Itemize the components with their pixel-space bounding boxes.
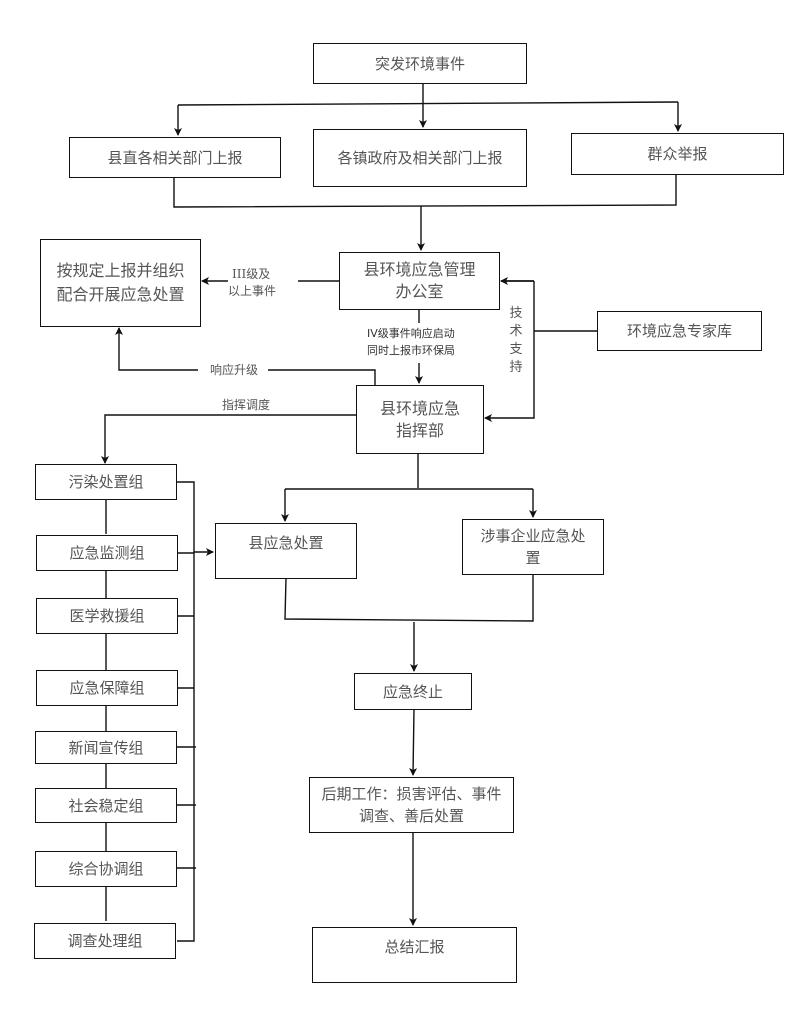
- node-towns: 各镇政府及相关部门上报: [313, 129, 527, 187]
- group-box: 新闻宣传组: [35, 731, 177, 764]
- group-box: 应急保障组: [36, 670, 178, 706]
- label-level3-line1: III级及: [232, 266, 271, 282]
- edge-dispatch: [101, 414, 356, 464]
- node-office: 县环境应急管理办公室: [339, 252, 500, 310]
- group-box: 医学救援组: [36, 598, 178, 634]
- edge-groups-bus: [177, 481, 196, 942]
- node-county-depts: 县直各相关部门上报: [69, 137, 281, 178]
- label-tech-support: 技术支持: [508, 305, 524, 377]
- group-box: 社会稳定组: [35, 788, 177, 823]
- node-command: 县环境应急指挥部: [356, 385, 484, 454]
- label-dispatch: 指挥调度: [222, 397, 271, 413]
- group-box: 调查处理组: [34, 923, 176, 959]
- label-level3-line2: 以上事件: [228, 283, 277, 299]
- node-report-higher: 按规定上报并组织配合开展应急处置: [40, 239, 201, 327]
- node-public: 群众举报: [571, 133, 784, 175]
- edge-response-merge: [284, 574, 534, 622]
- node-experts: 环境应急专家库: [597, 311, 762, 351]
- group-box: 污染处置组: [35, 464, 177, 500]
- edge-merge: [173, 174, 677, 208]
- edge-escalate: [119, 328, 376, 385]
- node-summary: 总结汇报: [312, 927, 517, 983]
- group-box: 应急监测组: [36, 535, 178, 571]
- edge-top-branch: [177, 101, 679, 106]
- edge-to-aftermath: [409, 708, 418, 776]
- label-level4-line1: IV级事件响应启动: [367, 327, 455, 340]
- node-enterprise-response: 涉事企业应急处置: [462, 519, 604, 575]
- label-escalate: 响应升级: [206, 362, 263, 378]
- node-aftermath: 后期工作：损害评估、事件调查、善后处置: [309, 777, 514, 833]
- node-event: 突发环境事件: [313, 43, 527, 84]
- node-terminate: 应急终止: [354, 673, 472, 710]
- label-level4-line2: 同时上报市环保局: [367, 344, 455, 357]
- node-county-response: 县应急处置: [215, 523, 357, 579]
- group-box: 综合协调组: [35, 851, 177, 887]
